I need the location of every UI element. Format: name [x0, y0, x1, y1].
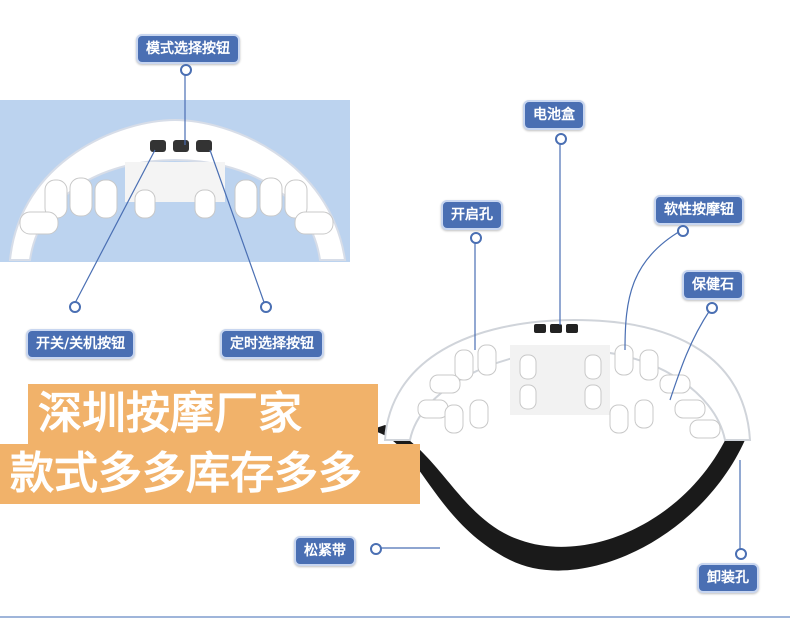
soft-button-pointer-dot [677, 225, 689, 237]
detach-hole-label: 卸装孔 [697, 563, 759, 593]
promo-banner: 深圳按摩厂家 款式多多库存多多 [0, 384, 420, 504]
health-stone-pointer-dot [706, 302, 718, 314]
promo-line-1: 深圳按摩厂家 [28, 384, 378, 444]
promo-line-2: 款式多多库存多多 [0, 444, 420, 504]
bottom-divider [0, 616, 790, 618]
power-button-pointer-dot [69, 301, 81, 313]
open-hole-pointer-dot [470, 232, 482, 244]
mode-button-pointer-dot [180, 64, 192, 76]
strap-pointer-dot [370, 543, 382, 555]
strap-label: 松紧带 [294, 536, 356, 566]
power-button-label: 开关/关机按钮 [26, 329, 136, 359]
battery-box-pointer-dot [555, 133, 567, 145]
timer-button-pointer-dot [260, 301, 272, 313]
inset-device-photo [0, 100, 350, 262]
detach-hole-pointer-dot [735, 548, 747, 560]
soft-button-label: 软性按摩钮 [654, 195, 744, 225]
timer-button-label: 定时选择按钮 [220, 329, 324, 359]
mode-button-label: 模式选择按钮 [136, 34, 240, 64]
inset-device-illustration [8, 118, 347, 261]
health-stone-label: 保健石 [682, 270, 744, 300]
open-hole-label: 开启孔 [441, 200, 503, 230]
battery-box-label: 电池盒 [523, 100, 585, 130]
